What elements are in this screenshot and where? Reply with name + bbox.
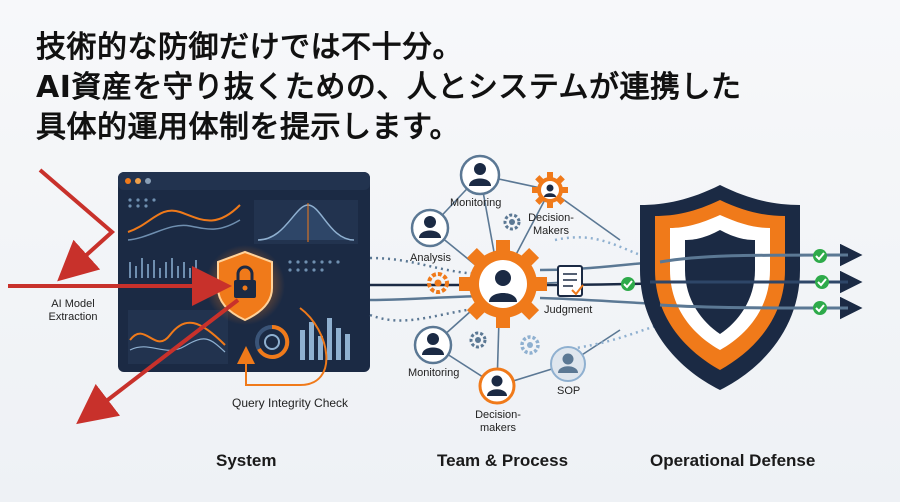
label-attack: AI Model Extraction xyxy=(48,298,98,323)
label-judgment: Judgment xyxy=(544,304,593,316)
attack-arrows xyxy=(8,168,240,425)
label-decision-top: Decision-Makers xyxy=(528,212,574,237)
defense-shield-icon xyxy=(640,185,800,390)
document-checklist-icon xyxy=(557,265,584,297)
person-icon xyxy=(478,367,516,405)
gear-icon xyxy=(520,335,540,355)
label-decision-bottom: Decision-makers xyxy=(475,409,521,434)
gear-icon xyxy=(503,213,521,231)
headline: 技術的な防御だけでは不十分。 AI資産を守り抜くための、人とシステムが連携した … xyxy=(36,28,796,148)
window-dot-icon xyxy=(145,178,151,184)
headline-line-3: 具体的運用体制を提示します。 xyxy=(36,110,460,145)
mini-dot-grid xyxy=(288,260,340,272)
window-dot-icon xyxy=(125,178,131,184)
gear-icon xyxy=(532,172,568,208)
section-defense: Operational Defense xyxy=(650,451,816,470)
mini-bar-strip xyxy=(129,258,197,278)
section-system: System xyxy=(216,451,277,470)
headline-line-1: 技術的な防御だけでは不十分。 xyxy=(36,30,463,65)
mini-line-chart xyxy=(127,198,241,241)
person-icon xyxy=(413,325,453,365)
flow-arrowheads xyxy=(848,249,860,314)
system-dashboard xyxy=(118,172,370,372)
window-dot-icon xyxy=(135,178,141,184)
central-gear-icon xyxy=(459,240,547,328)
label-sop: SOP xyxy=(557,385,581,397)
label-analysis: Analysis xyxy=(410,252,451,264)
lock-shield-icon xyxy=(205,245,285,325)
mini-bell-chart xyxy=(254,200,358,244)
label-monitoring-top: Monitoring xyxy=(450,197,502,209)
check-icon xyxy=(813,249,827,263)
dashboard-titlebar xyxy=(118,172,370,190)
mini-column-chart xyxy=(300,318,350,360)
person-icon xyxy=(410,208,450,248)
query-integrity-loop xyxy=(237,307,328,386)
headline-line-2: AI資産を守り抜くための、人とシステムが連携した xyxy=(36,70,742,105)
person-icon xyxy=(459,154,501,196)
check-icon xyxy=(813,301,827,315)
ring-gauge xyxy=(255,324,290,359)
gear-icon xyxy=(469,331,487,349)
section-team: Team & Process xyxy=(437,451,569,470)
label-monitoring-bottom: Monitoring xyxy=(408,367,460,379)
label-query-check: Query Integrity Check xyxy=(232,396,349,410)
gear-icon xyxy=(427,272,449,294)
check-icon xyxy=(815,275,829,289)
check-icon xyxy=(621,277,635,291)
person-icon xyxy=(550,346,586,382)
